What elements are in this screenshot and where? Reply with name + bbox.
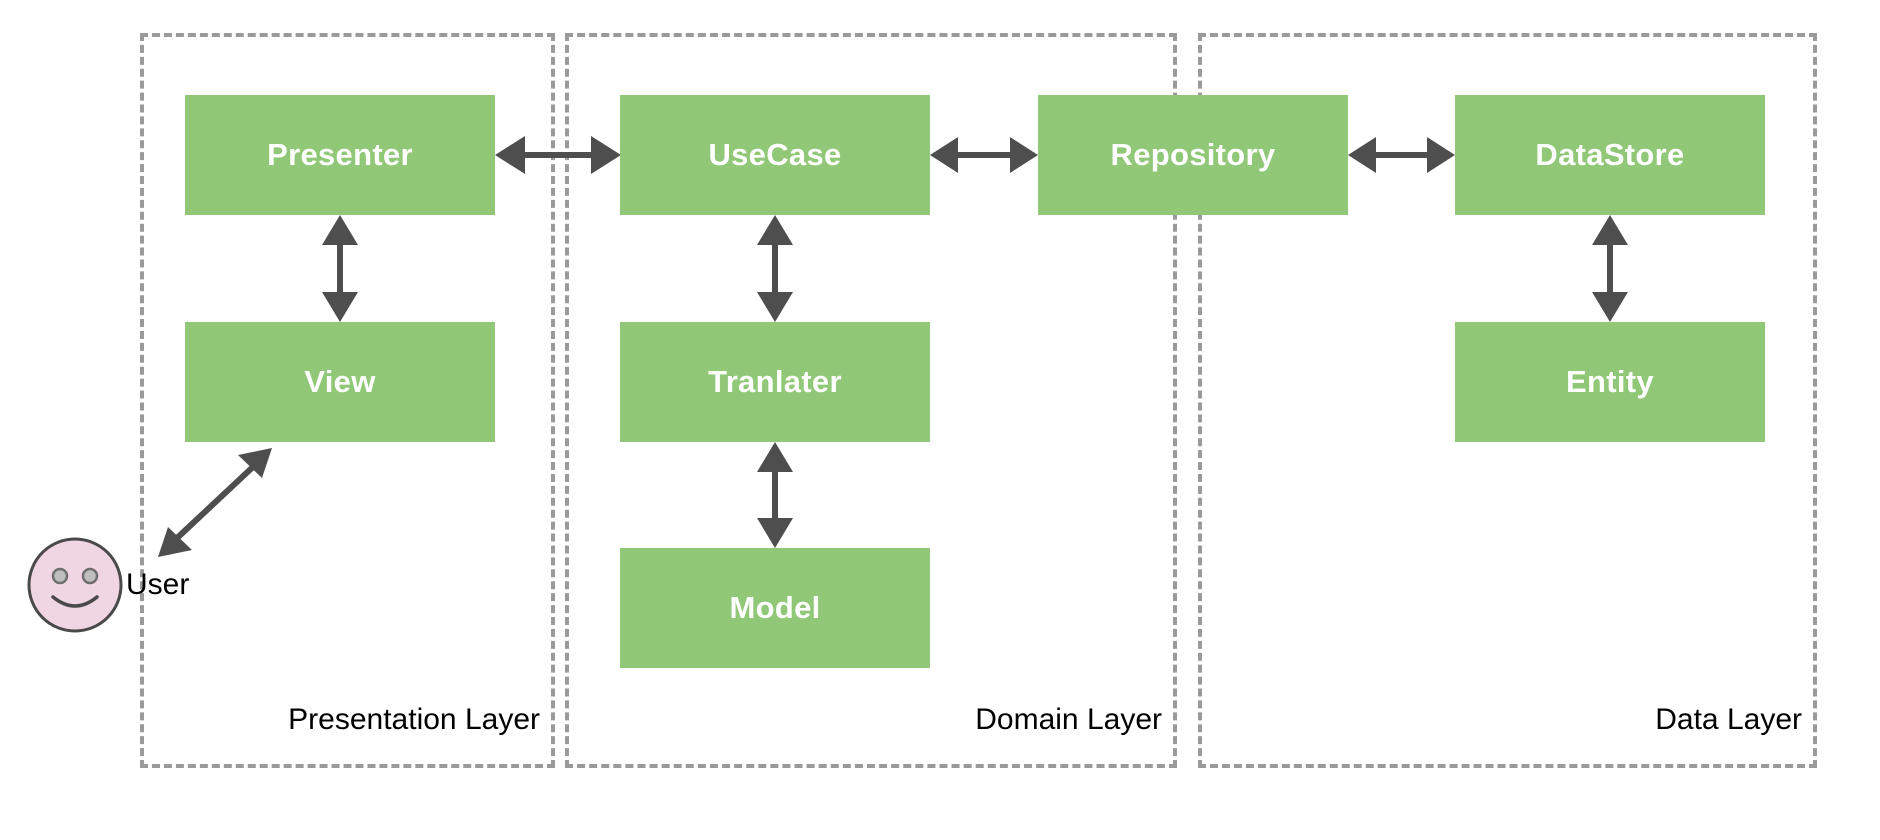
node-label-tranlater: Tranlater [708,364,842,399]
node-label-view: View [304,364,376,399]
layer-panel-presentation [140,33,555,768]
user-actor-label: User [126,568,190,601]
layer-label-data: Data Layer [1655,703,1802,736]
node-repository[interactable]: Repository [1038,95,1348,215]
layer-label-domain: Domain Layer [975,703,1162,736]
layer-label-presentation: Presentation Layer [288,703,540,736]
node-presenter[interactable]: Presenter [185,95,495,215]
node-datastore[interactable]: DataStore [1455,95,1765,215]
node-model[interactable]: Model [620,548,930,668]
node-usecase[interactable]: UseCase [620,95,930,215]
smiley-face-icon [27,537,123,633]
layer-panel-domain [565,33,1177,768]
node-view[interactable]: View [185,322,495,442]
node-label-repository: Repository [1110,137,1276,172]
node-entity[interactable]: Entity [1455,322,1765,442]
node-label-datastore: DataStore [1535,137,1685,172]
node-label-usecase: UseCase [708,137,842,172]
node-tranlater[interactable]: Tranlater [620,322,930,442]
layer-panel-data [1198,33,1817,768]
node-label-model: Model [729,590,821,625]
node-label-presenter: Presenter [267,137,413,172]
node-label-entity: Entity [1566,364,1654,399]
